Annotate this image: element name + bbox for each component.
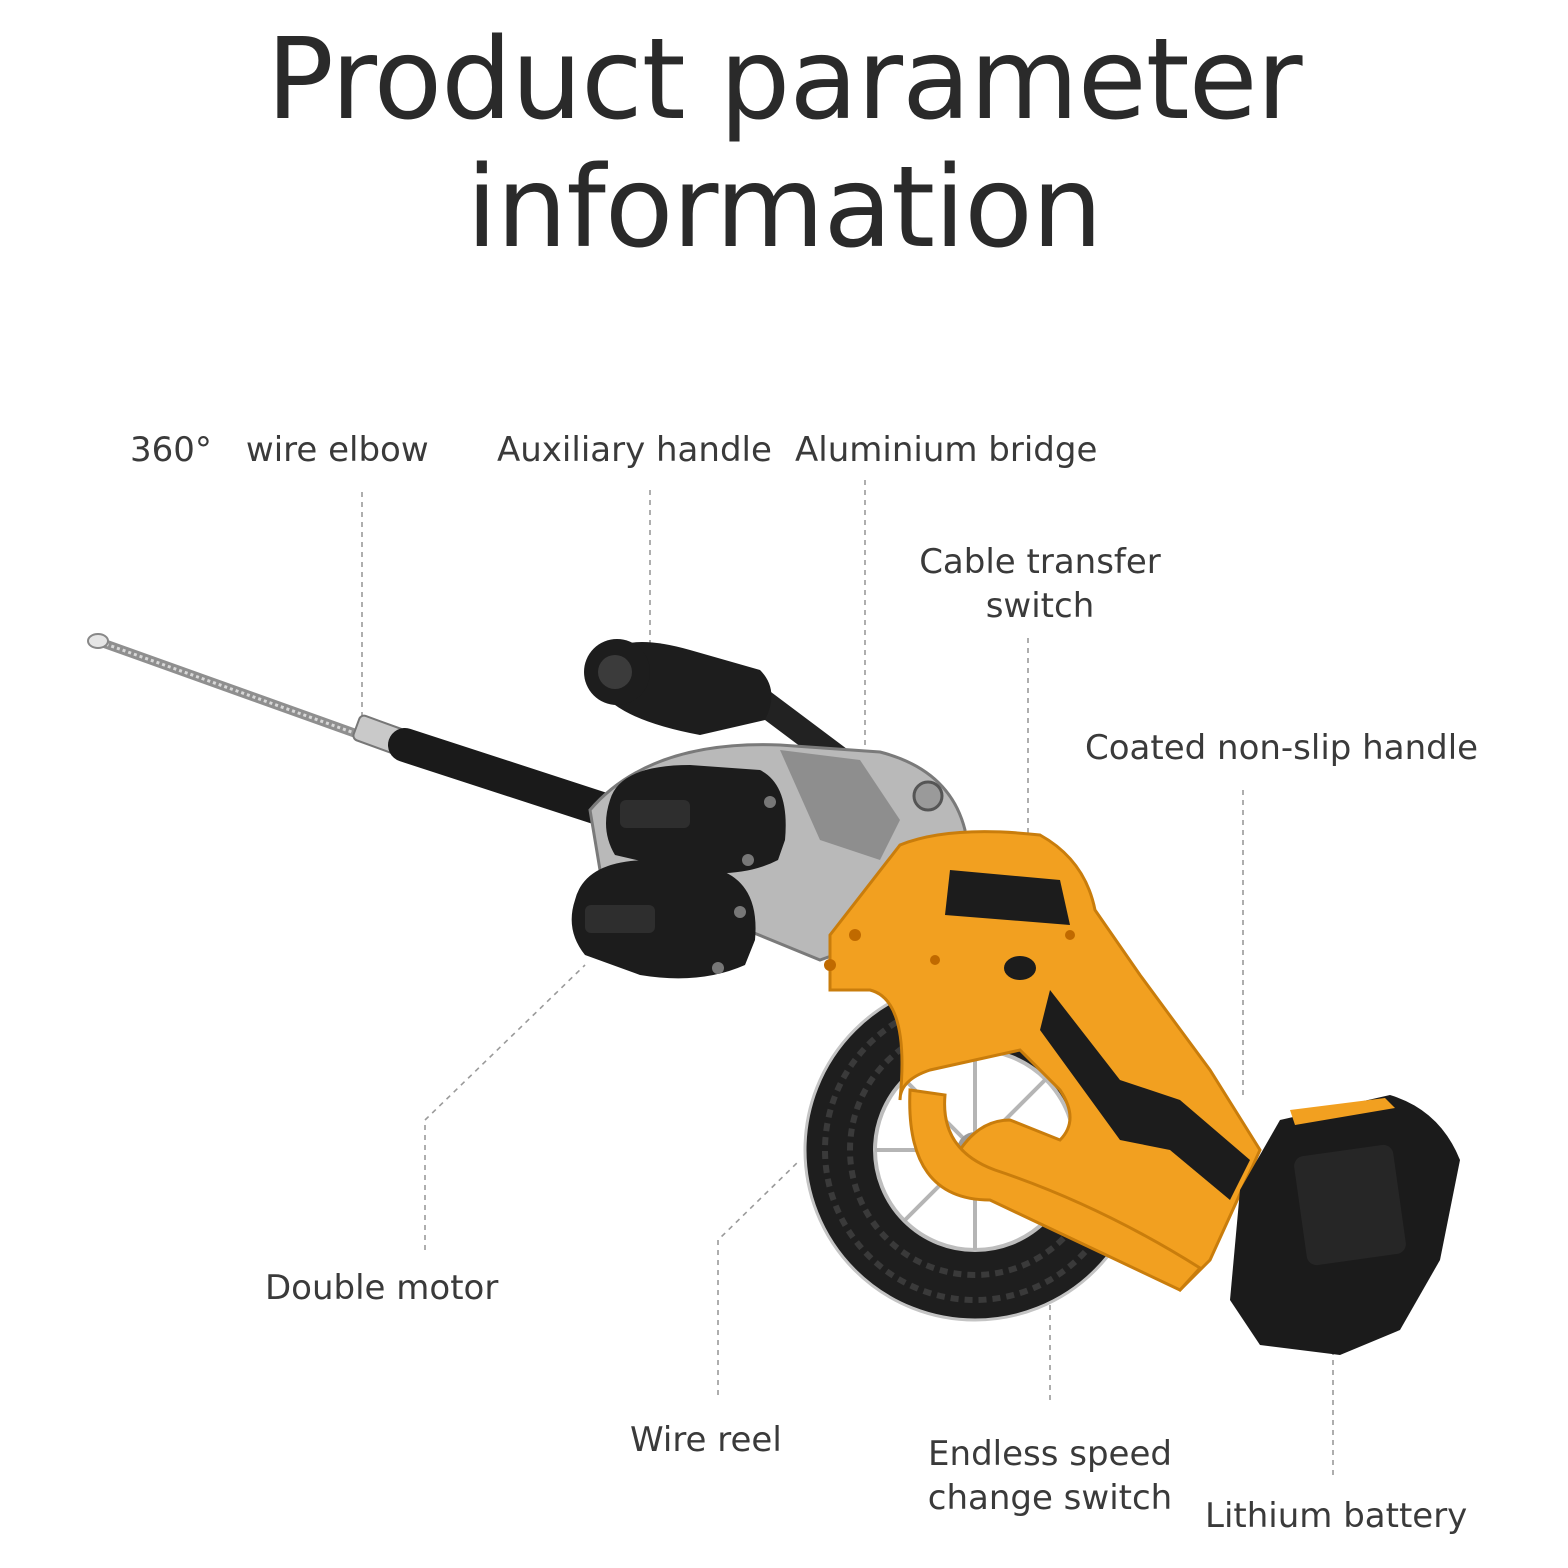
label-coated-non-slip-handle: Coated non-slip handle	[1085, 728, 1479, 768]
flexible-probe	[87, 633, 408, 756]
label-aluminium-bridge: Aluminium bridge	[795, 430, 1098, 470]
label-wire-reel: Wire reel	[630, 1420, 782, 1460]
label-wire-elbow: 360° wire elbow	[130, 430, 429, 470]
leader-double-motor	[424, 964, 586, 1250]
label-cable-transfer-switch-line-2: switch	[985, 586, 1095, 626]
double-motor-graphic	[571, 765, 786, 979]
page-title-line-1: Product parameter	[266, 15, 1302, 145]
label-lithium-battery: Lithium battery	[1205, 1496, 1468, 1536]
auxiliary-handle-graphic	[584, 639, 853, 773]
leader-wire-reel	[717, 1159, 801, 1395]
orange-body-graphic	[824, 830, 1262, 1292]
label-speed-switch-line-2: change switch	[927, 1478, 1173, 1518]
label-auxiliary-handle: Auxiliary handle	[497, 430, 772, 470]
label-cable-transfer-switch-line-1: Cable transfer	[919, 542, 1161, 582]
lithium-battery-graphic	[1230, 1095, 1460, 1355]
label-speed-switch-line-1: Endless speed	[928, 1434, 1172, 1474]
label-double-motor: Double motor	[265, 1268, 499, 1308]
page-title-line-2: information	[466, 143, 1102, 273]
black-tube	[388, 728, 637, 832]
